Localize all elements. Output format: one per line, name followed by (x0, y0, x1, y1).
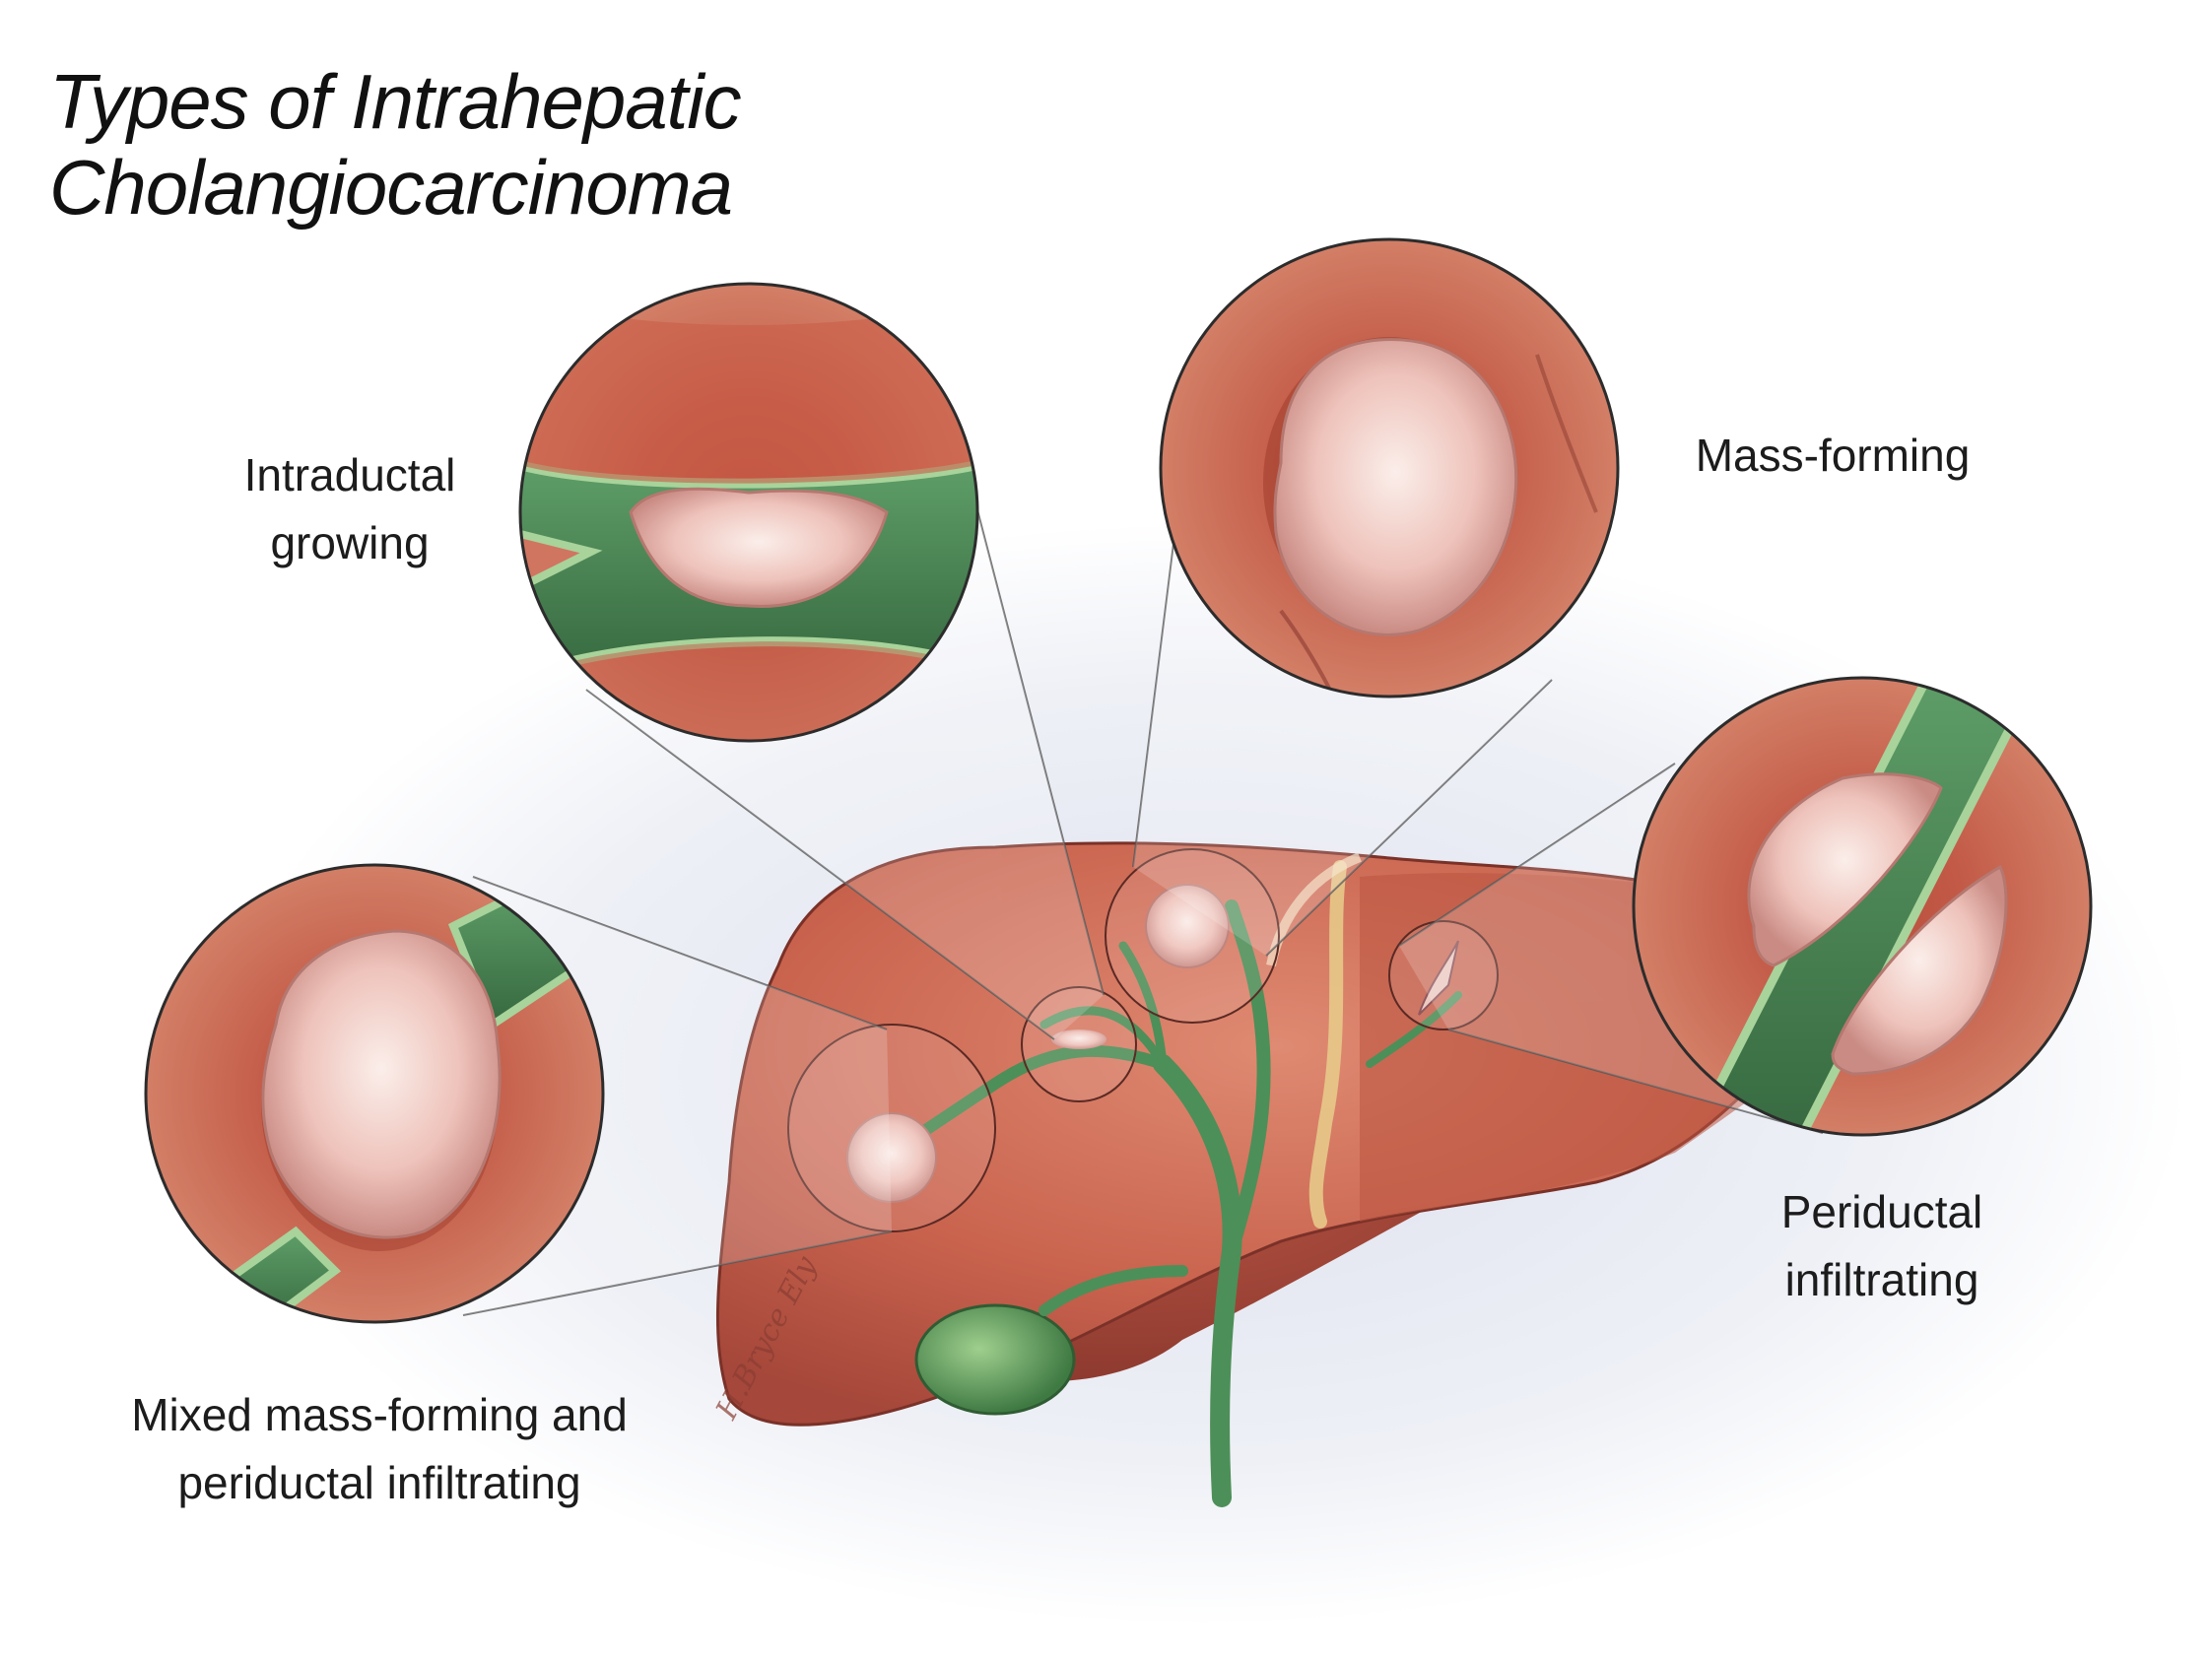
label-line: periductal infiltrating (177, 1457, 581, 1508)
liver-tumor-mass (1145, 884, 1230, 968)
label-line: Mass-forming (1695, 430, 1971, 481)
ring-periductal (1388, 920, 1499, 1030)
label-mixed: Mixed mass-forming and periductal infilt… (113, 1381, 645, 1517)
label-mass-forming: Mass-forming (1675, 422, 1990, 490)
inset-mixed (144, 863, 605, 1324)
label-line: growing (270, 517, 430, 568)
bile-duct-tree (901, 899, 1462, 1507)
ring-mass (1105, 848, 1280, 1024)
inset-mass-forming (1159, 237, 1620, 698)
title-line-1: Types of Intrahepatic (49, 58, 742, 145)
label-periductal-infiltrating: Periductal infiltrating (1734, 1178, 2030, 1314)
liver (715, 841, 1958, 1507)
liver-tumor-mixed (846, 1112, 937, 1203)
label-line: Intraductal (243, 449, 456, 500)
inset-periductal (1632, 676, 2093, 1137)
label-line: Periductal (1780, 1186, 1983, 1237)
ring-intraductal (1021, 986, 1137, 1102)
page-title: Types of Intrahepatic Cholangiocarcinoma (49, 58, 742, 232)
label-line: Mixed mass-forming and (131, 1389, 628, 1440)
inset-intraductal (518, 282, 979, 743)
label-line: infiltrating (1784, 1254, 1979, 1305)
label-intraductal-growing: Intraductal growing (212, 441, 488, 577)
liver-tumor-periductal (1418, 940, 1459, 1016)
liver-tumor-intraductal (1051, 1030, 1106, 1049)
connector-lines (462, 501, 1824, 1316)
gallbladder (914, 1303, 1076, 1416)
title-line-2: Cholangiocarcinoma (49, 144, 733, 232)
